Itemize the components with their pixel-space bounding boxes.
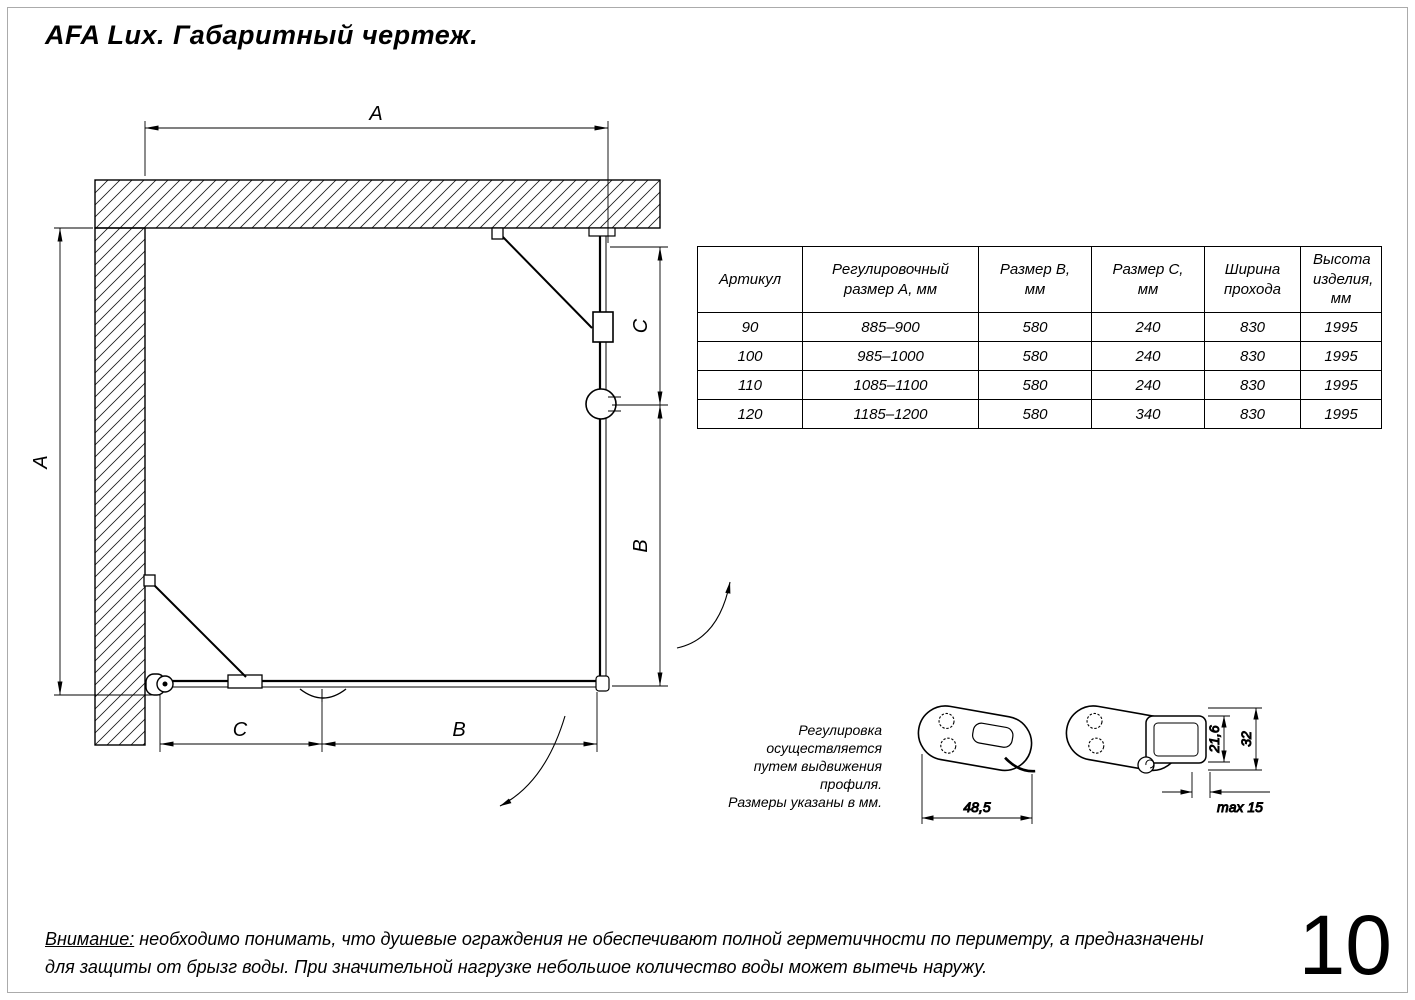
profile-outer-height-label: 32 xyxy=(1238,731,1254,747)
table-cell: 240 xyxy=(1091,312,1205,342)
profile-section-extended: 21,6 32 max 15 xyxy=(1065,705,1270,816)
table-cell: 100 xyxy=(697,341,803,371)
dim-b-bottom-label: B xyxy=(452,719,465,741)
table-cell: 580 xyxy=(978,399,1092,429)
dim-c-right-label: C xyxy=(630,318,652,333)
table-cell: 1995 xyxy=(1300,312,1382,342)
table-cell: 120 xyxy=(697,399,803,429)
door-assembly-bottom xyxy=(145,673,610,702)
dimension-labels: A A C B C B xyxy=(30,103,652,741)
dim-c-bottom-label: C xyxy=(233,719,248,741)
wall-left xyxy=(94,227,146,746)
table-cell: 830 xyxy=(1204,399,1301,429)
table-row: 90 885–900 580 240 830 1995 xyxy=(697,312,1382,342)
table-header-size-c: Размер С, мм xyxy=(1091,246,1205,313)
profile-width-label: 48,5 xyxy=(963,799,990,815)
page-title: AFA Lux. Габаритный чертеж. xyxy=(45,20,479,50)
profile-extension-label: max 15 xyxy=(1217,799,1263,815)
table-row: 110 1085–1100 580 240 830 1995 xyxy=(697,370,1382,400)
swing-arrow-right xyxy=(676,581,731,649)
table-header-article: Артикул xyxy=(697,246,803,313)
table-cell: 580 xyxy=(978,341,1092,371)
table-header-size-a: Регулировочный размер А, мм xyxy=(802,246,979,313)
table-cell: 830 xyxy=(1204,341,1301,371)
dim-b-right-label: B xyxy=(630,539,652,552)
page-number: 10 xyxy=(1298,898,1392,992)
table-cell: 1185–1200 xyxy=(802,399,979,429)
table-row: 100 985–1000 580 240 830 1995 xyxy=(697,341,1382,371)
table-cell: 1995 xyxy=(1300,399,1382,429)
door-open-position-braces xyxy=(143,227,593,678)
table-cell: 90 xyxy=(697,312,803,342)
profile-adjustment-note: Регулировка осуществляется путем выдвиже… xyxy=(728,722,882,810)
table-cell: 985–1000 xyxy=(802,341,979,371)
table-cell: 240 xyxy=(1091,341,1205,371)
table-cell: 885–900 xyxy=(802,312,979,342)
table-cell: 1995 xyxy=(1300,370,1382,400)
table-cell: 340 xyxy=(1091,399,1205,429)
warning-text: Внимание: необходимо понимать, что душев… xyxy=(45,925,1365,981)
table-cell: 580 xyxy=(978,312,1092,342)
table-cell: 110 xyxy=(697,370,803,400)
table-cell: 830 xyxy=(1204,370,1301,400)
profile1-width-dimension xyxy=(921,754,1033,824)
dimensions-table: Артикул Регулировочный размер А, мм Разм… xyxy=(697,246,1382,429)
profile-section-closed: 48,5 xyxy=(917,705,1036,824)
table-header-passage: Ширина прохода xyxy=(1204,246,1301,313)
dim-a-top-label: A xyxy=(368,103,382,125)
table-header-size-b: Размер В, мм xyxy=(978,246,1092,313)
swing-arrow-bottom xyxy=(499,715,566,807)
table-cell: 240 xyxy=(1091,370,1205,400)
dim-a-left-label: A xyxy=(30,455,52,469)
table-cell: 1085–1100 xyxy=(802,370,979,400)
glass-panel-right xyxy=(585,227,621,686)
profile-inner-height-label: 21,6 xyxy=(1206,725,1222,753)
warning-label: Внимание: xyxy=(45,929,135,949)
table-cell: 580 xyxy=(978,370,1092,400)
table-row: 120 1185–1200 580 340 830 1995 xyxy=(697,399,1382,429)
table-cell: 1995 xyxy=(1300,341,1382,371)
profile2-dimensions xyxy=(1162,707,1270,798)
table-cell: 830 xyxy=(1204,312,1301,342)
table-header-height: Высота изделия, мм xyxy=(1300,246,1382,313)
table-header-row: Артикул Регулировочный размер А, мм Разм… xyxy=(697,246,1382,313)
warning-body: необходимо понимать, что душевые огражде… xyxy=(45,929,1204,977)
dimension-lines xyxy=(54,121,668,752)
wall-top xyxy=(94,179,661,229)
door-swing-arrows xyxy=(499,581,731,807)
